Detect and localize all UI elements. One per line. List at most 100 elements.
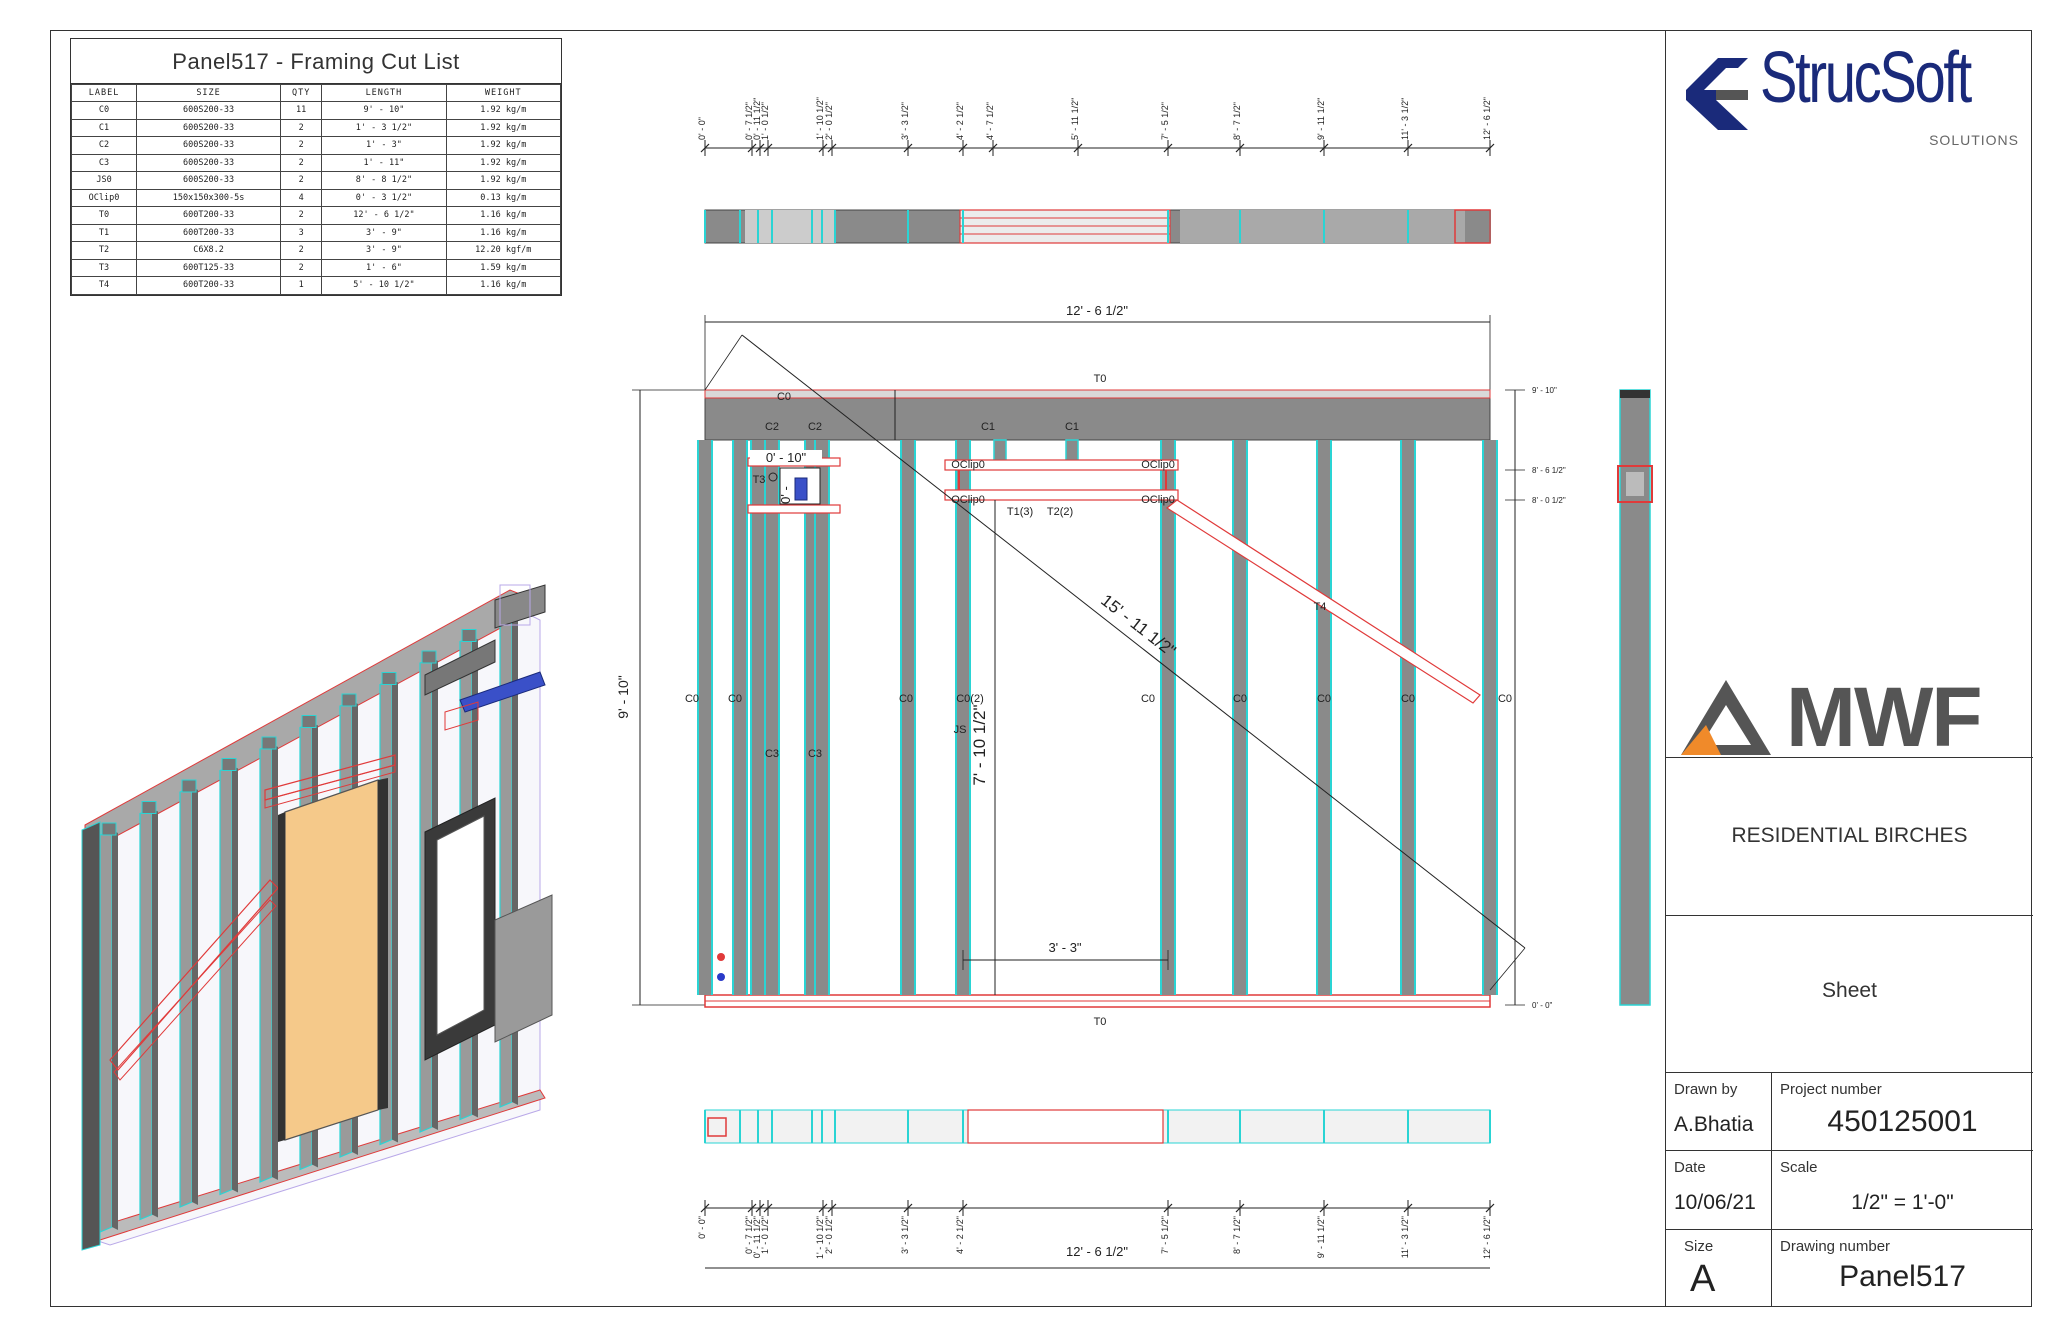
sheet-label: Sheet [1822, 979, 1877, 1002]
table-cell: 2 [280, 171, 323, 190]
dim-slash [1485, 1203, 1495, 1213]
dim-slash [903, 143, 913, 153]
drawn-by-value: A.Bhatia [1674, 1113, 1754, 1136]
column-header-weight: WEIGHT [445, 84, 562, 102]
dim-slash [958, 1203, 968, 1213]
dim-label: 8' - 7 1/2" [1232, 102, 1242, 140]
iso-stud [259, 736, 278, 1183]
level-label-header: 8' - 6 1/2" [1532, 466, 1566, 475]
front-elevation: 12' - 6 1/2" 9' - 10" 15' - 11 1/2" [615, 303, 1566, 1028]
dim-slash [755, 143, 765, 153]
small-opening-height-dim: 0' - [778, 486, 793, 504]
project-number-value: 450125001 [1827, 1105, 1978, 1138]
dim-label: 1' - 0 1/2" [760, 102, 770, 140]
dim-label: 7' - 5 1/2" [1160, 102, 1170, 140]
isometric-view [81, 584, 553, 1251]
dim-slash [1319, 143, 1329, 153]
dim-label: 1' - 10 1/2" [815, 97, 825, 140]
top-plan-view: 0' - 0"0' - 7 1/2"0' - 11 1/2"1' - 0 1/2… [697, 97, 1495, 244]
dim-label: 12' - 6 1/2" [1482, 97, 1492, 140]
title-block: StrucSoft SOLUTIONS MWF RESIDENTIAL BIRC… [1665, 30, 2033, 1307]
dim-slash [1163, 1203, 1173, 1213]
member-label: C1 [1065, 421, 1079, 433]
project-number-label: Project number [1780, 1081, 1882, 1098]
member-label: OClip0 [951, 494, 985, 506]
elevation-studs [697, 439, 1498, 995]
dim-slash [1163, 143, 1173, 153]
member-label: OClip0 [1141, 459, 1175, 471]
dim-label: 0' - 7 1/2" [744, 102, 754, 140]
bottom-overall-width-dim: 12' - 6 1/2" [1066, 1244, 1128, 1259]
overall-height-dim: 9' - 10" [615, 675, 631, 718]
member-label: C2 [808, 421, 822, 433]
date-cell: Date 10/06/21 [1666, 1150, 1772, 1229]
dim-label: 2' - 0 1/2" [824, 1216, 834, 1254]
bottom-dimension-string: 0' - 0"0' - 7 1/2"0' - 11 1/2"1' - 0 1/2… [697, 1200, 1495, 1259]
project-name-cell: RESIDENTIAL BIRCHES [1666, 757, 2033, 915]
stud [1160, 440, 1176, 995]
member-label: C0 [899, 693, 913, 705]
table-cell: 5' - 10 1/2" [321, 276, 447, 295]
dim-label: 2' - 0 1/2" [824, 102, 834, 140]
member-label: T3 [753, 474, 766, 486]
dim-slash [700, 1203, 710, 1213]
stud [732, 440, 748, 995]
dim-slash [827, 143, 837, 153]
stud [1400, 440, 1416, 995]
dim-label: 3' - 3 1/2" [900, 1216, 910, 1254]
stud [764, 440, 780, 995]
dim-slash [755, 1203, 765, 1213]
dim-label: 0' - 7 1/2" [744, 1216, 754, 1254]
dim-slash [1073, 143, 1083, 153]
member-label: C0 [1401, 693, 1415, 705]
size-cell: Size A [1666, 1229, 1772, 1307]
project-number-cell: Project number 450125001 [1772, 1072, 2033, 1150]
dim-slash [747, 143, 757, 153]
dim-label: 1' - 10 1/2" [815, 1216, 825, 1259]
column-header-length: LENGTH [321, 84, 447, 102]
stud [955, 440, 971, 995]
member-label: C0 [1498, 693, 1512, 705]
stud [1232, 440, 1248, 995]
member-label: C0(2) [956, 693, 984, 705]
dim-slash [827, 1203, 837, 1213]
dim-slash [1403, 1203, 1413, 1213]
dim-slash [1235, 143, 1245, 153]
mwf-triangle-icon [1681, 680, 1771, 755]
opening-width-dim: 3' - 3" [1048, 940, 1081, 955]
strucsoft-mark-icon [1686, 58, 1748, 130]
member-label-t0-top: T0 [1094, 373, 1107, 385]
project-name: RESIDENTIAL BIRCHES [1731, 824, 1968, 847]
member-label: OClip0 [951, 459, 985, 471]
member-label: C2 [765, 421, 779, 433]
member-label: T4 [1314, 601, 1327, 613]
side-section-view [1617, 389, 1653, 1006]
dim-slash [958, 143, 968, 153]
drawing-number-label: Drawing number [1780, 1238, 1891, 1255]
date-label: Date [1674, 1159, 1706, 1176]
scale-cell: Scale 1/2" = 1'-0" [1772, 1150, 2033, 1229]
dim-slash [700, 143, 710, 153]
member-label: C0 [777, 391, 791, 403]
drawing-number-cell: Drawing number Panel517 [1772, 1229, 2033, 1307]
dim-label: 12' - 6 1/2" [1482, 1216, 1492, 1259]
table-cell: 1.16 kg/m [445, 276, 562, 295]
member-label: C0 [685, 693, 699, 705]
dim-slash [818, 143, 828, 153]
dim-slash [903, 1203, 913, 1213]
member-label: C0 [728, 693, 742, 705]
opening-height-dim: 7' - 10 1/2" [970, 704, 989, 785]
table-cell: 600T200-33 [136, 276, 282, 295]
dim-slash [763, 1203, 773, 1213]
dim-label: 9' - 11 1/2" [1316, 1216, 1326, 1258]
size-value: A [1690, 1258, 1716, 1300]
dim-slash [747, 1203, 757, 1213]
iso-stud [219, 758, 238, 1196]
top-plan-studs [704, 209, 1491, 244]
dim-slash [763, 143, 773, 153]
